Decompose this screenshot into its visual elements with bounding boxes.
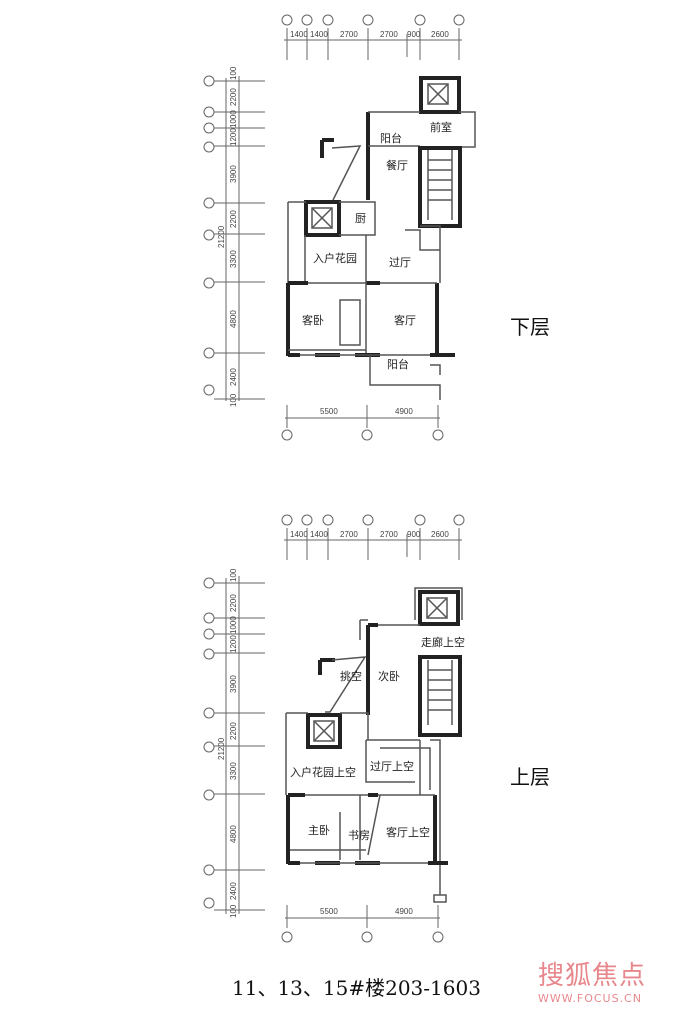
dim-bottom-2: 4900 xyxy=(395,407,413,416)
dim-top-6: 2600 xyxy=(431,30,449,39)
plan-caption: 11、13、15#楼203-1603 xyxy=(232,976,481,1000)
top-dimension-chain: 1400 1400 2700 2700 900 2600 xyxy=(281,14,465,60)
left-dimension-chain-upper: 100 2200 1000 1200 3900 2200 3300 4800 2… xyxy=(203,568,265,918)
dim-left-3: 1000 xyxy=(229,110,238,128)
watermark-name: 搜狐焦点 xyxy=(538,961,647,991)
room-balcony-bottom: 阳台 xyxy=(387,357,409,371)
lower-floor-plan: 1400 1400 2700 2700 900 2600 100 xyxy=(203,14,476,441)
room-entry-garden-void: 入户花园上空 xyxy=(290,765,356,779)
dim-left-3: 1000 xyxy=(229,616,238,634)
dim-left-4: 1200 xyxy=(229,635,238,653)
dim-top-5: 900 xyxy=(407,530,421,539)
dim-top-6: 2600 xyxy=(431,530,449,539)
dim-left-9: 2400 xyxy=(229,368,238,386)
dim-bottom-1: 5500 xyxy=(320,407,338,416)
dim-left-2: 2200 xyxy=(229,594,238,612)
dim-left-4: 1200 xyxy=(229,128,238,146)
lower-walls xyxy=(286,76,476,400)
top-dimension-chain-upper: 1400 1400 2700 2700 900 2600 xyxy=(281,514,465,560)
dim-top-4: 2700 xyxy=(380,30,398,39)
dim-left-7: 3300 xyxy=(229,250,238,268)
dim-left-5: 3900 xyxy=(229,165,238,183)
dim-bottom-1: 5500 xyxy=(320,907,338,916)
upper-floor-plan: 1400 1400 2700 2700 900 2600 100 2 xyxy=(203,514,465,943)
dim-left-5: 3900 xyxy=(229,675,238,693)
room-hall-void: 过厅上空 xyxy=(370,759,414,773)
dim-left-9: 2400 xyxy=(229,882,238,900)
lower-floor-label: 下层 xyxy=(510,315,550,339)
bottom-dimension-chain: 5500 4900 xyxy=(281,405,444,441)
room-study: 书房 xyxy=(348,829,370,842)
bottom-dimension-chain-upper: 5500 4900 xyxy=(281,905,444,943)
room-entry-garden: 入户花园 xyxy=(313,251,357,265)
room-master-bedroom: 主卧 xyxy=(308,824,330,837)
dim-left-8: 4800 xyxy=(229,825,238,843)
upper-floor-label: 上层 xyxy=(510,765,550,789)
room-front-room: 前室 xyxy=(430,120,452,134)
dim-left-1: 100 xyxy=(229,568,238,582)
room-void: 挑空 xyxy=(340,669,362,683)
dim-left-8: 4800 xyxy=(229,310,238,328)
dim-left-6: 2200 xyxy=(229,722,238,740)
dim-left-6: 2200 xyxy=(229,210,238,228)
dim-top-4: 2700 xyxy=(380,530,398,539)
dim-bottom-2: 4900 xyxy=(395,907,413,916)
dim-top-1: 1400 xyxy=(290,530,308,539)
dim-left-10: 100 xyxy=(229,393,238,407)
watermark-url: WWW.FOCUS.CN xyxy=(538,992,642,1005)
dim-top-3: 2700 xyxy=(340,30,358,39)
room-corridor-void: 走廊上空 xyxy=(421,635,465,649)
dim-top-5: 900 xyxy=(407,30,421,39)
dim-left-10: 100 xyxy=(229,904,238,918)
dim-left-total: 21200 xyxy=(217,737,226,760)
dim-top-3: 2700 xyxy=(340,530,358,539)
room-guest-bedroom: 客卧 xyxy=(302,313,324,327)
room-living-void: 客厅上空 xyxy=(386,825,430,839)
dim-top-2: 1400 xyxy=(310,530,328,539)
room-hall: 过厅 xyxy=(389,256,411,269)
left-dimension-chain: 100 2200 1000 1200 3900 2200 3300 4800 2… xyxy=(203,66,265,407)
dim-left-total: 21200 xyxy=(217,225,226,248)
dim-top-2: 1400 xyxy=(310,30,328,39)
room-balcony-top: 阳台 xyxy=(380,131,402,145)
upper-walls xyxy=(285,587,463,903)
dim-left-7: 3300 xyxy=(229,762,238,780)
dim-left-2: 2200 xyxy=(229,88,238,106)
dim-left-1: 100 xyxy=(229,66,238,80)
dim-top-1: 1400 xyxy=(290,30,308,39)
room-living: 客厅 xyxy=(394,313,416,327)
room-kitchen: 厨 xyxy=(355,212,366,225)
room-second-bedroom: 次卧 xyxy=(378,669,400,683)
focus-watermark-logo: 搜狐焦点 WWW.FOCUS.CN xyxy=(538,955,646,1005)
room-dining: 餐厅 xyxy=(386,158,408,172)
